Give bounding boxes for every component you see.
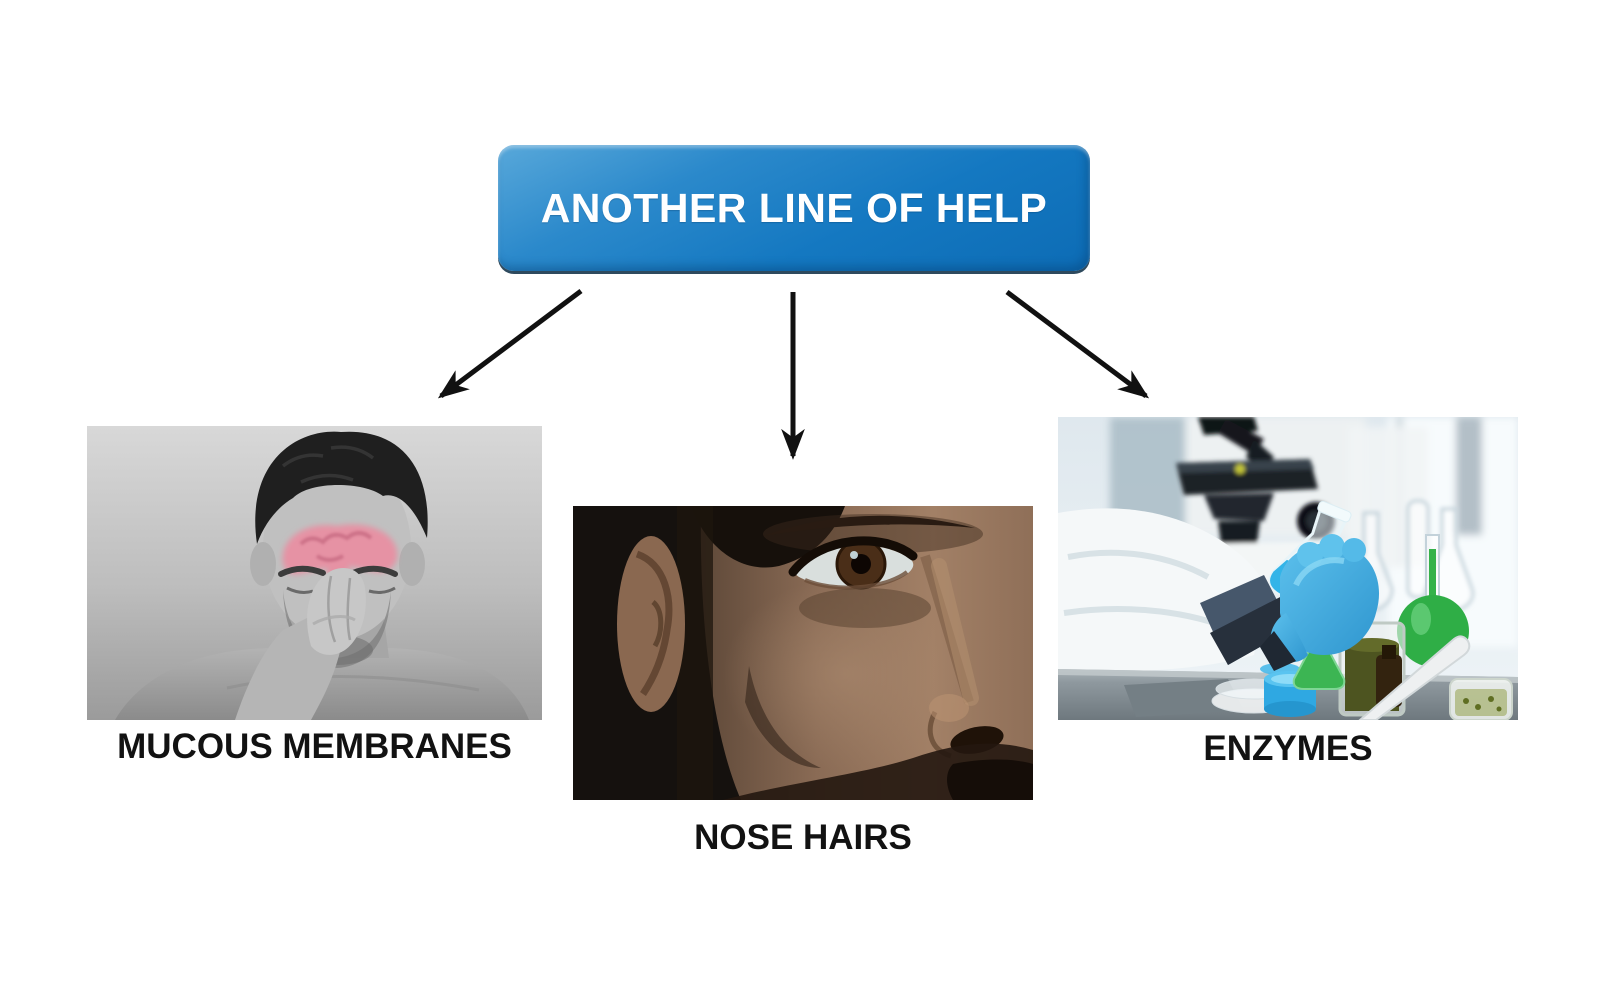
header-label: ANOTHER LINE OF HELP xyxy=(540,184,1048,231)
mucous-membranes-caption: MUCOUS MEMBRANES xyxy=(117,727,512,766)
enzymes-caption: ENZYMES xyxy=(1203,729,1373,768)
mucous-membranes-photo xyxy=(87,426,542,720)
arrow-to-enzymes xyxy=(1005,289,1150,399)
nose-hairs-illustration xyxy=(573,506,1033,800)
nose-hairs-photo xyxy=(573,506,1033,800)
mucous-membranes-illustration xyxy=(87,426,542,720)
enzymes-photo xyxy=(1058,417,1518,720)
enzymes-illustration xyxy=(1058,417,1518,720)
nose-hairs-caption: NOSE HAIRS xyxy=(694,818,912,857)
header-box: ANOTHER LINE OF HELP xyxy=(498,145,1090,271)
arrow-to-mucous-membranes xyxy=(437,289,583,399)
